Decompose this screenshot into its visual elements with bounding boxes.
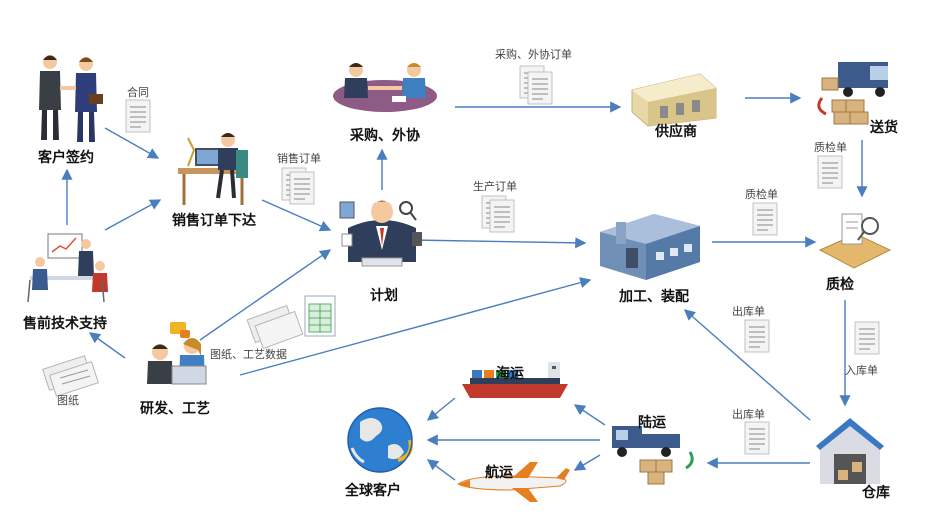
arrow-rnd-to-plan <box>199 249 332 341</box>
plan-label: 计划 <box>370 288 398 304</box>
arrow-land-to-air <box>573 454 601 471</box>
production-order-doc-label: 生产订单 <box>473 180 517 193</box>
rnd-illustration <box>147 322 207 385</box>
drawings-data-label: 图纸、工艺数据 <box>210 348 287 361</box>
procurement-label: 采购、外协 <box>350 128 420 144</box>
drawings-data-icon <box>246 295 336 350</box>
drawings-label: 图纸 <box>57 394 79 407</box>
customer-sign-label: 客户签约 <box>38 150 94 166</box>
arrow-land-to-sea <box>573 404 606 426</box>
sales-order-illustration <box>178 133 248 205</box>
inbound-label: 入库单 <box>845 364 878 377</box>
outbound-doc-upper-icon <box>744 319 770 353</box>
supplier-building-illustration <box>631 73 717 127</box>
rnd-label: 研发、工艺 <box>140 401 210 417</box>
production-order-document-icon-2 <box>489 199 515 233</box>
contract-document-icon <box>125 99 151 133</box>
arrow-air-to-globe <box>426 459 456 481</box>
outbound-upper-label: 出库单 <box>732 305 765 318</box>
factory-illustration <box>600 214 700 280</box>
qc-doc-top-label: 质检单 <box>814 141 847 154</box>
plan-illustration <box>339 200 422 267</box>
arrow-rnd-to-processing <box>239 277 592 376</box>
land-label: 陆运 <box>638 415 666 431</box>
globe-illustration <box>347 407 413 473</box>
customer-sign-illustration <box>39 55 103 142</box>
inbound-doc-icon <box>854 321 880 355</box>
arrow-warehouse-to-processing <box>683 309 811 421</box>
arrow-rnd-to-presales <box>88 332 126 359</box>
sales-order-doc-label: 销售订单 <box>277 152 321 165</box>
delivery-label: 送货 <box>870 120 898 136</box>
delivery-truck-illustration <box>817 62 888 125</box>
sales-order-document-icon-2 <box>289 171 315 205</box>
purchase-order-document-icon-2 <box>527 71 553 105</box>
land-truck-illustration <box>612 426 694 485</box>
drawings-icon <box>42 355 99 397</box>
qc-doc-top-icon <box>817 155 843 189</box>
outbound-doc-lower-icon <box>744 421 770 455</box>
warehouse-label: 仓库 <box>862 485 890 501</box>
arrow-sales-to-plan <box>261 199 332 232</box>
processing-label: 加工、装配 <box>619 289 689 305</box>
warehouse-illustration <box>816 418 884 484</box>
sales-order-label: 销售订单下达 <box>172 213 256 229</box>
outbound-lower-label: 出库单 <box>732 408 765 421</box>
cargo-ship-illustration <box>462 362 568 398</box>
presales-label: 售前技术支持 <box>23 316 107 332</box>
air-label: 航运 <box>485 465 513 481</box>
arrow-presales-to-sales-order <box>104 199 162 231</box>
purchase-order-doc-label: 采购、外协订单 <box>495 48 572 61</box>
supplier-label: 供应商 <box>655 124 697 140</box>
procurement-illustration <box>333 63 437 112</box>
arrow-sea-to-globe <box>426 397 456 421</box>
contract-doc-label: 合同 <box>127 86 149 99</box>
sea-label: 海运 <box>496 366 524 382</box>
qc-doc-mid-icon <box>752 202 778 236</box>
arrow-contract-to-sales-order <box>104 127 160 159</box>
flow-arrows <box>61 92 868 481</box>
qc-label: 质检 <box>826 277 854 293</box>
qc-doc-mid-label: 质检单 <box>745 188 778 201</box>
global-customer-label: 全球客户 <box>345 483 401 499</box>
presales-illustration <box>27 233 108 303</box>
qc-illustration <box>818 213 892 269</box>
arrow-plan-to-processing <box>411 237 587 249</box>
airplane-illustration <box>457 462 570 502</box>
